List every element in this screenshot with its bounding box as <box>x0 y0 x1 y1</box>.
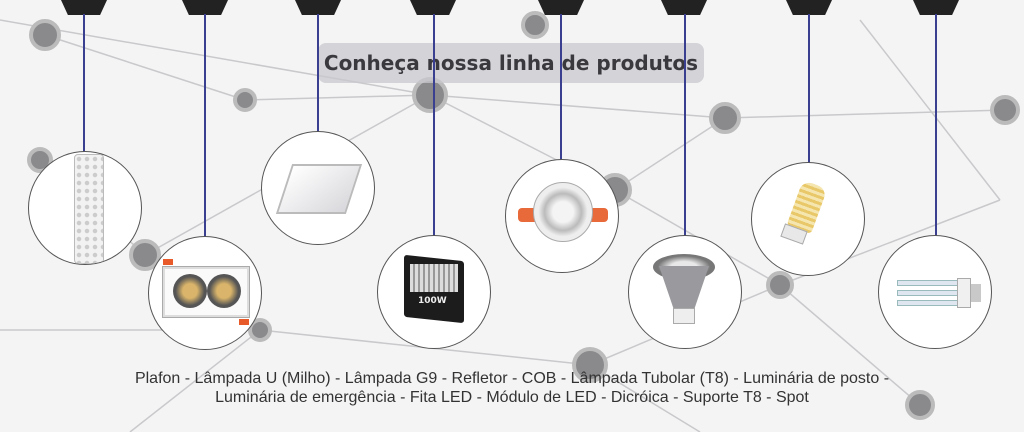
hanging-cord <box>935 14 937 236</box>
emergency-light-icon <box>28 151 142 265</box>
dichroic-lamp-icon <box>628 235 742 349</box>
lamp-shade <box>538 0 584 15</box>
hanging-cord <box>433 14 435 236</box>
product-list-caption: Plafon - Lâmpada U (Milho) - Lâmpada G9 … <box>0 369 1024 407</box>
caption-line-1: Plafon - Lâmpada U (Milho) - Lâmpada G9 … <box>134 370 890 387</box>
lamp-shade <box>61 0 107 15</box>
u-lamp-icon <box>878 235 992 349</box>
lamp-shade <box>786 0 832 15</box>
lamp-shade <box>661 0 707 15</box>
hanging-cord <box>83 14 85 154</box>
page-title: Conheça nossa linha de produtos <box>318 43 704 83</box>
hanging-cord <box>317 14 319 132</box>
hanging-cord <box>684 14 686 236</box>
g9-lamp-icon <box>751 162 865 276</box>
cob-spot-icon <box>505 159 619 273</box>
floodlight-icon: 100W <box>377 235 491 349</box>
lamp-shade <box>913 0 959 15</box>
hanging-cord <box>808 14 810 164</box>
hanging-cord <box>204 14 206 238</box>
lamp-shade <box>410 0 456 15</box>
floodlight-wattage-label: 100W <box>418 296 447 306</box>
lamp-shade <box>295 0 341 15</box>
square-plafon-icon <box>261 131 375 245</box>
lamp-shade <box>182 0 228 15</box>
double-spot-icon <box>148 236 262 350</box>
hanging-cord <box>560 14 562 160</box>
caption-line-2: Luminária de emergência - Fita LED - Mód… <box>215 389 809 406</box>
